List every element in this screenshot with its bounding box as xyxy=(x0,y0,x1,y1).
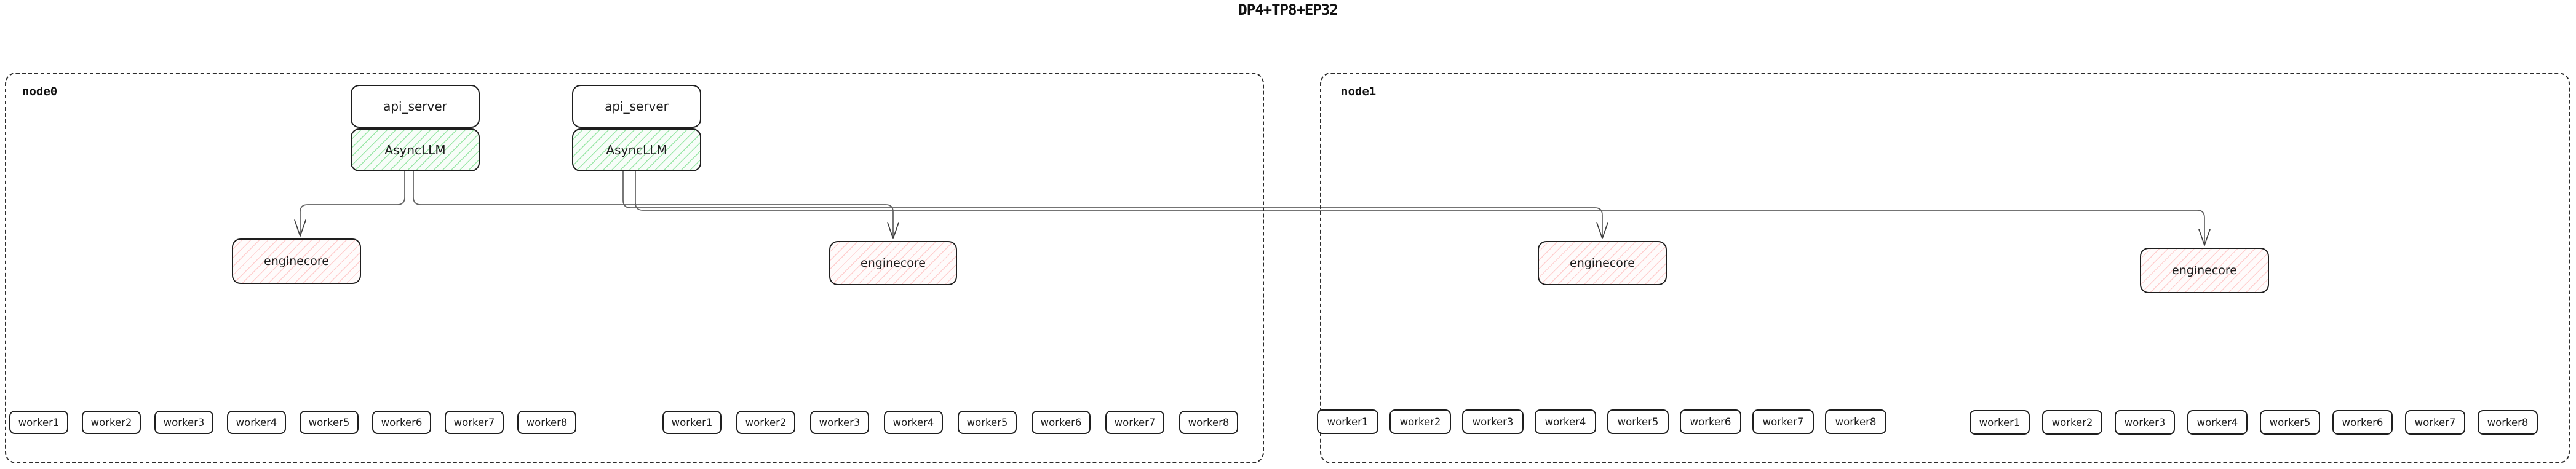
worker-box: worker3 xyxy=(2115,410,2175,435)
worker-box: worker1 xyxy=(662,411,722,434)
worker-box: worker7 xyxy=(2405,410,2465,435)
worker-box: worker7 xyxy=(1752,409,1814,434)
worker-box: worker6 xyxy=(1032,411,1091,434)
worker-box: worker5 xyxy=(2260,410,2320,435)
node-container-node0 xyxy=(5,73,1264,463)
worker-box: worker3 xyxy=(1462,409,1524,434)
worker-box: worker8 xyxy=(2478,410,2538,435)
worker-box: worker8 xyxy=(1825,409,1886,434)
asyncllm-box: AsyncLLM xyxy=(572,128,701,171)
worker-box: worker2 xyxy=(1389,409,1451,434)
enginecore-box: enginecore xyxy=(1538,241,1667,285)
worker-box: worker8 xyxy=(1179,411,1238,434)
api-server-box: api_server xyxy=(351,85,480,128)
worker-box: worker6 xyxy=(1680,409,1741,434)
enginecore-box: enginecore xyxy=(829,241,957,285)
worker-box: worker3 xyxy=(154,411,213,434)
worker-box: worker7 xyxy=(1105,411,1164,434)
enginecore-box: enginecore xyxy=(2140,248,2269,293)
worker-box: worker7 xyxy=(445,411,504,434)
asyncllm-box: AsyncLLM xyxy=(351,128,480,171)
worker-box: worker8 xyxy=(517,411,576,434)
worker-box: worker4 xyxy=(227,411,286,434)
worker-box: worker6 xyxy=(372,411,431,434)
enginecore-box: enginecore xyxy=(232,238,361,284)
worker-box: worker2 xyxy=(736,411,795,434)
worker-box: worker4 xyxy=(884,411,943,434)
node-container-node1 xyxy=(1320,73,2570,463)
diagram-title: DP4+TP8+EP32 xyxy=(1238,1,1338,18)
worker-box: worker1 xyxy=(1317,409,1378,434)
worker-box: worker5 xyxy=(300,411,359,434)
worker-box: worker5 xyxy=(1607,409,1669,434)
node-label-node0: node0 xyxy=(22,85,58,98)
worker-box: worker5 xyxy=(958,411,1017,434)
worker-box: worker1 xyxy=(9,411,68,434)
worker-box: worker3 xyxy=(810,411,869,434)
worker-box: worker4 xyxy=(1535,409,1596,434)
api-server-box: api_server xyxy=(572,85,701,128)
node-label-node1: node1 xyxy=(1341,85,1377,98)
worker-box: worker4 xyxy=(2187,410,2248,435)
worker-box: worker1 xyxy=(1970,410,2030,435)
worker-box: worker2 xyxy=(2042,410,2102,435)
worker-box: worker2 xyxy=(82,411,141,434)
worker-box: worker6 xyxy=(2332,410,2393,435)
